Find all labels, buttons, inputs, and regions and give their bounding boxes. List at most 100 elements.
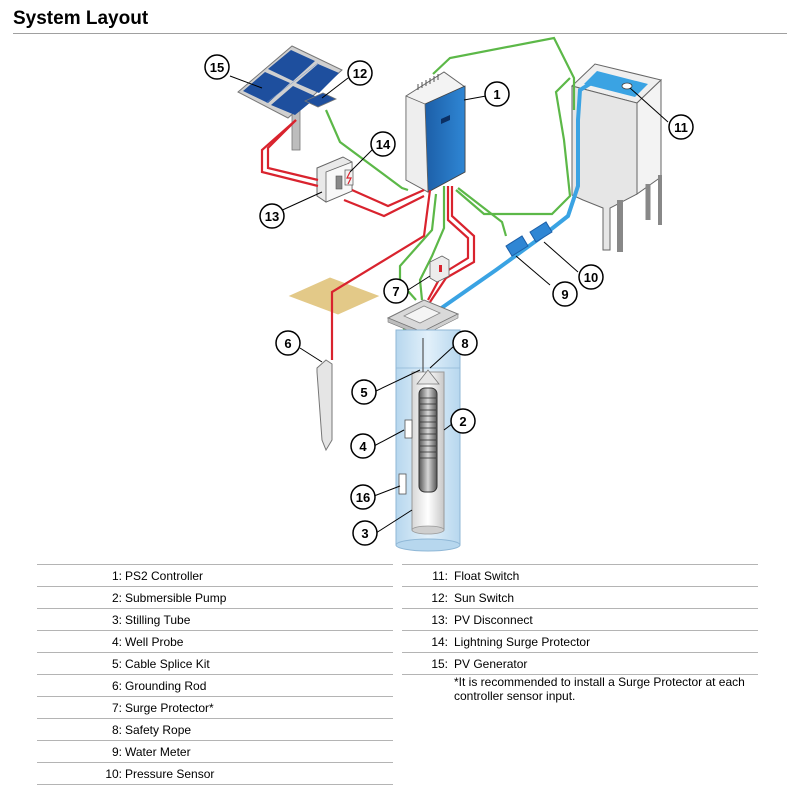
water-pipe <box>428 78 598 360</box>
legend-label: Lightning Surge Protector <box>454 635 591 649</box>
power-wiring <box>260 119 476 360</box>
legend-row: 6:Grounding Rod <box>37 675 393 697</box>
legend-label: PS2 Controller <box>125 569 204 583</box>
legend-left: 1:PS2 Controller 2:Submersible Pump 3:St… <box>37 564 393 785</box>
callout-8: 8 <box>452 330 478 356</box>
callout-6: 6 <box>275 330 301 356</box>
callout-7: 7 <box>383 278 409 304</box>
callout-12-label: 12 <box>353 66 367 81</box>
callout-7-label: 7 <box>392 284 399 299</box>
legend-label: Pressure Sensor <box>125 767 215 781</box>
callout-1-label: 1 <box>493 87 500 102</box>
ground-pad <box>288 277 380 315</box>
system-layout-diagram: 1 2 3 4 5 6 7 8 <box>204 36 694 552</box>
legend-number: 4: <box>111 635 122 649</box>
legend-row: 2:Submersible Pump <box>37 587 393 609</box>
callout-leaders <box>229 75 669 534</box>
callout-15: 15 <box>204 54 230 80</box>
callout-4-label: 4 <box>359 439 367 454</box>
low-water-sensor <box>398 473 407 495</box>
grounding-rod <box>316 359 333 452</box>
callout-14-label: 14 <box>376 137 391 152</box>
callout-4: 4 <box>350 433 376 459</box>
callout-6-label: 6 <box>284 336 291 351</box>
legend-number: 3: <box>111 613 122 627</box>
legend-row: 13: PV Disconnect <box>402 609 758 631</box>
legend-number: 7: <box>111 701 122 715</box>
callout-5-label: 5 <box>360 385 367 400</box>
callout-10-label: 10 <box>584 270 598 285</box>
legend-row: 9:Water Meter <box>37 741 393 763</box>
legend-right: 11: Float Switch 12: Sun Switch 13: PV Disc… <box>402 564 758 675</box>
callout-12: 12 <box>347 60 373 86</box>
legend-label: Water Meter <box>125 745 191 759</box>
legend-row: 5:Cable Splice Kit <box>37 653 393 675</box>
legend-row: 1:PS2 Controller <box>37 564 393 587</box>
callout-3-label: 3 <box>361 526 368 541</box>
well-probe <box>404 419 413 439</box>
legend-number: 11: <box>432 569 448 583</box>
water-meter <box>505 235 529 257</box>
callout-8-label: 8 <box>461 336 468 351</box>
legend-number: 1: <box>111 569 122 583</box>
callout-10: 10 <box>578 264 604 290</box>
callout-9: 9 <box>552 281 578 307</box>
legend-number: 2: <box>111 591 122 605</box>
callout-16: 16 <box>350 484 376 510</box>
legend-number: 9: <box>111 745 122 759</box>
callout-14: 14 <box>370 131 396 157</box>
legend-number: 14: <box>431 635 448 649</box>
callout-11: 11 <box>668 114 694 140</box>
legend-label: Grounding Rod <box>125 679 207 693</box>
callout-16-label: 16 <box>356 490 370 505</box>
legend-number: 5: <box>111 657 122 671</box>
legend-row: 8:Safety Rope <box>37 719 393 741</box>
water-tank <box>571 63 663 252</box>
legend-label: Surge Protector* <box>125 701 214 715</box>
page-title: System Layout <box>13 8 149 29</box>
legend-number: 12: <box>431 591 448 605</box>
callout-11-label: 11 <box>674 120 688 135</box>
callout-13-label: 13 <box>265 209 279 224</box>
pressure-sensor <box>529 221 553 243</box>
callouts: 1 2 3 4 5 6 7 8 <box>204 54 694 546</box>
legend-label: Well Probe <box>125 635 184 649</box>
legend-label: Sun Switch <box>454 591 515 605</box>
legend-number: 15: <box>431 657 448 671</box>
callout-2-label: 2 <box>459 414 466 429</box>
callout-3: 3 <box>352 520 378 546</box>
legend-label: Safety Rope <box>125 723 192 737</box>
pv-generator <box>237 45 343 151</box>
legend-row: 11: Float Switch <box>402 564 758 587</box>
callout-9-label: 9 <box>561 287 568 302</box>
submersible-pump <box>416 369 440 493</box>
sun-switch <box>304 92 337 108</box>
legend-label: Float Switch <box>454 569 520 583</box>
legend-row: 12: Sun Switch <box>402 587 758 609</box>
surge-protector-box <box>429 255 450 283</box>
title-divider <box>13 33 787 34</box>
legend-label: Submersible Pump <box>125 591 227 605</box>
legend-label: Stilling Tube <box>125 613 191 627</box>
footnote: *It is recommended to install a Surge Pr… <box>454 675 745 703</box>
ps2-controller <box>405 71 466 193</box>
legend-number: 10: <box>105 767 122 781</box>
callout-5: 5 <box>351 379 377 405</box>
callout-15-label: 15 <box>210 60 224 75</box>
legend-label: PV Disconnect <box>454 613 533 627</box>
callout-1: 1 <box>484 81 510 107</box>
legend-row: 14: Lightning Surge Protector <box>402 631 758 653</box>
legend-row: 10:Pressure Sensor <box>37 763 393 785</box>
legend-row: 7:Surge Protector* <box>37 697 393 719</box>
legend-number: 13: <box>431 613 448 627</box>
callout-2: 2 <box>450 408 476 434</box>
legend-row: 3:Stilling Tube <box>37 609 393 631</box>
legend-number: 8: <box>111 723 122 737</box>
legend-row: 4:Well Probe <box>37 631 393 653</box>
legend-label: Cable Splice Kit <box>125 657 210 671</box>
lightning-surge-protector <box>344 169 354 186</box>
legend-number: 6: <box>111 679 122 693</box>
legend-row: 15: PV Generator <box>402 653 758 675</box>
callout-13: 13 <box>259 203 285 229</box>
legend-label: PV Generator <box>454 657 528 671</box>
